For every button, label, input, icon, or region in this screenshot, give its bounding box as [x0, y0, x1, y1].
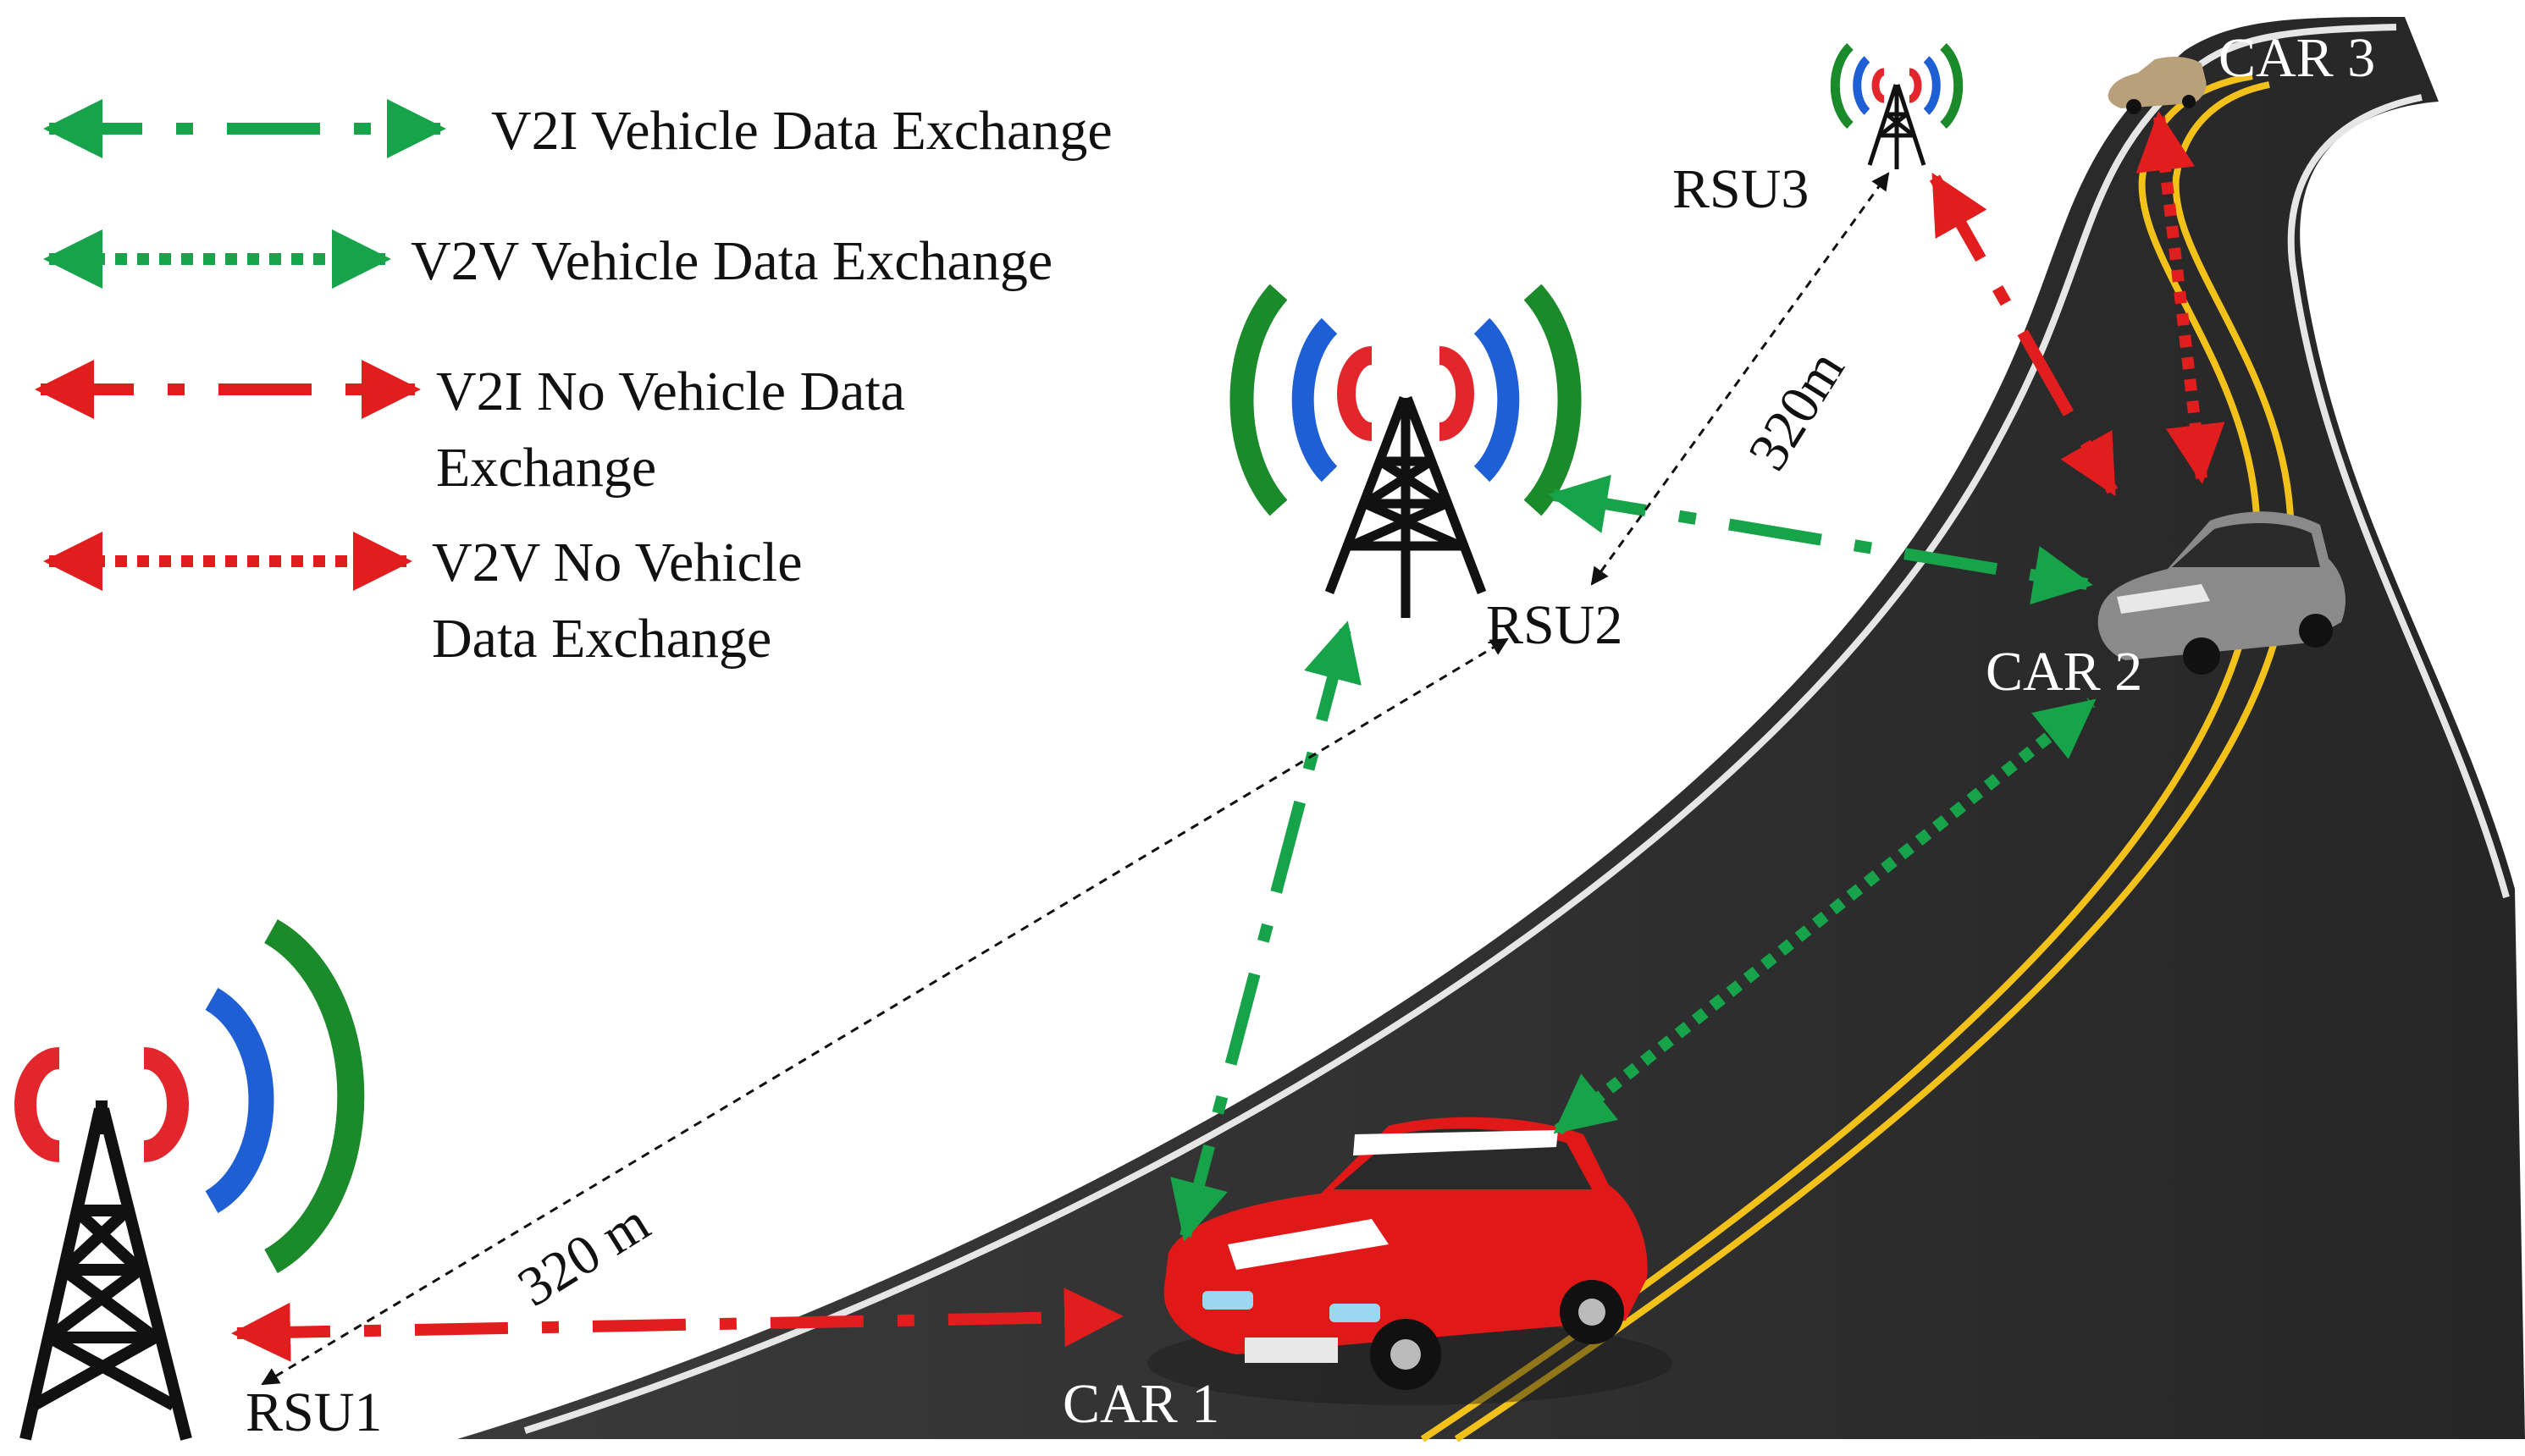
- distance-line-rsu1-rsu2: [261, 637, 1509, 1386]
- road-edge-right: [2287, 94, 2510, 899]
- legend-item-v2v-exchange: V2V Vehicle Data Exchange: [43, 229, 1053, 292]
- distance-line-rsu2-rsu3: [1590, 172, 1890, 586]
- legend-item-v2i-exchange: V2I Vehicle Data Exchange: [43, 99, 1113, 162]
- rsu3-tower-icon: [1830, 42, 1964, 169]
- car3-label: CAR 3: [2218, 27, 2375, 89]
- rsu1-tower-icon: [14, 919, 365, 1441]
- rsu2-tower-icon: [1229, 284, 1582, 618]
- distance-label-rsu2-rsu3: 320m: [1737, 340, 1857, 481]
- link-car3-car2-v2v-no-exchange: [2135, 111, 2225, 484]
- legend-label-line2: Exchange: [436, 437, 656, 499]
- link-car1-car2-v2v-exchange: [1553, 698, 2097, 1135]
- legend-item-v2i-no-exchange: V2I No Vehicle Data Exchange: [35, 360, 905, 499]
- distance-label-rsu1-rsu2: 320 m: [507, 1191, 660, 1318]
- legend-label: V2I Vehicle Data Exchange: [491, 100, 1113, 162]
- legend-label-line1: V2V No Vehicle: [432, 532, 803, 593]
- legend-item-v2v-no-exchange: V2V No Vehicle Data Exchange: [43, 532, 803, 670]
- legend-label: V2V Vehicle Data Exchange: [411, 230, 1053, 292]
- car3-icon: [2108, 57, 2207, 114]
- car1-label: CAR 1: [1063, 1373, 1219, 1435]
- legend: V2I Vehicle Data Exchange V2V Vehicle Da…: [35, 99, 1113, 670]
- rsu1-label: RSU1: [246, 1382, 382, 1443]
- rsu2-label: RSU2: [1486, 594, 1622, 656]
- car2-label: CAR 2: [1986, 641, 2142, 703]
- car2-icon: [2097, 511, 2345, 675]
- legend-label-line2: Data Exchange: [432, 608, 771, 670]
- rsu3-label: RSU3: [1672, 158, 1809, 220]
- link-rsu3-car2-v2i-no-exchange: [1929, 172, 2119, 497]
- legend-label-line1: V2I No Vehicle Data: [436, 361, 905, 422]
